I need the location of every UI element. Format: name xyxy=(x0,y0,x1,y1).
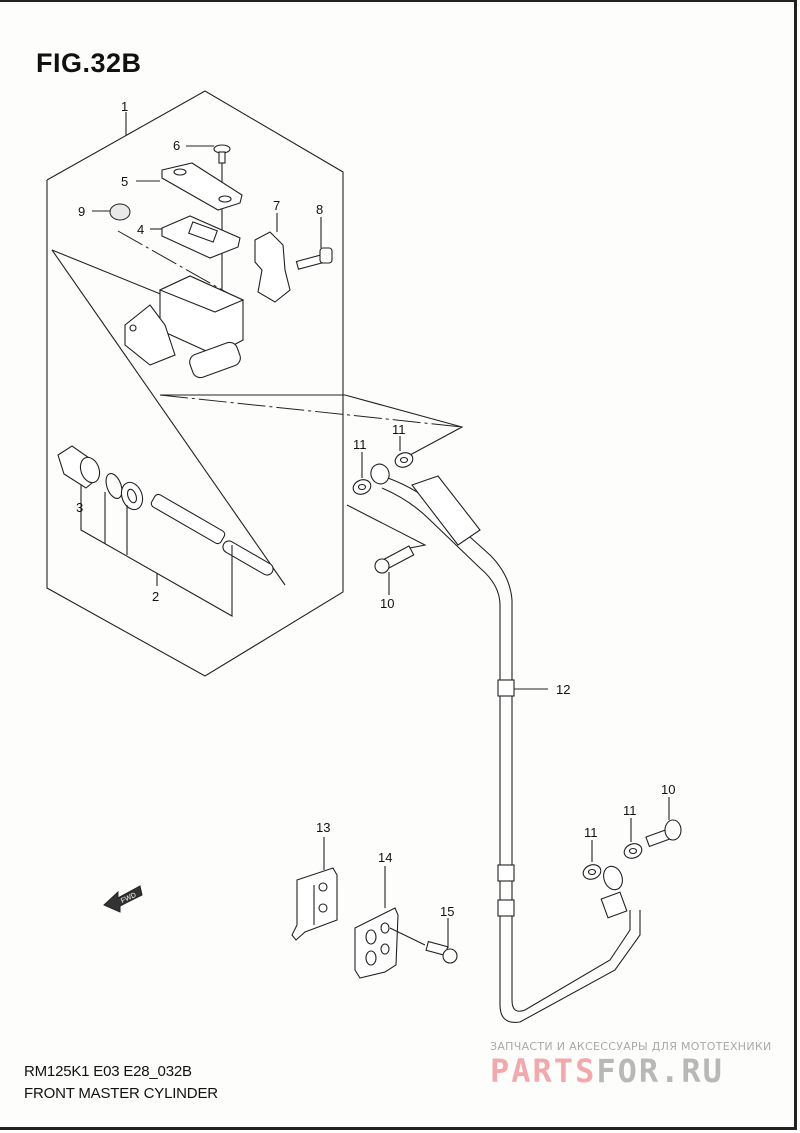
watermark-tagline: ЗАПЧАСТИ И АКСЕССУАРЫ ДЛЯ МОТОТЕХНИКИ xyxy=(490,1040,772,1053)
part-13-hose-guide[interactable] xyxy=(291,867,338,941)
part-9-sight-glass[interactable] xyxy=(109,203,131,221)
figure-title: FIG.32B xyxy=(36,48,142,78)
washer-11-lower-right[interactable] xyxy=(622,841,644,860)
washer-11-upper-left[interactable] xyxy=(351,477,373,496)
callout-10-lower: 10 xyxy=(661,782,675,797)
part-7-holder[interactable] xyxy=(254,231,291,303)
callout-11-d: 11 xyxy=(623,803,637,818)
assembly-bracket-outline xyxy=(46,90,344,677)
washer-11-lower-left[interactable] xyxy=(581,862,603,881)
callout-14: 14 xyxy=(378,850,392,865)
master-cylinder-body[interactable] xyxy=(124,275,245,380)
part-5-reservoir-cap[interactable] xyxy=(161,162,243,211)
guide-line-dashed xyxy=(159,394,463,428)
callout-9: 9 xyxy=(78,204,85,219)
watermark-brand-part2: FOR.RU xyxy=(596,1052,724,1090)
fwd-label: FWD xyxy=(120,892,137,905)
circlip[interactable] xyxy=(103,471,125,500)
callout-1: 1 xyxy=(121,99,128,114)
part-3-boot[interactable] xyxy=(57,445,103,489)
guide-line-dashed xyxy=(117,230,241,301)
watermark-logo[interactable]: PARTSFOR.RU xyxy=(490,1052,724,1090)
callout-11-c: 11 xyxy=(584,825,598,840)
callout-4: 4 xyxy=(137,222,144,237)
callout-2: 2 xyxy=(152,589,159,604)
guide-line xyxy=(160,394,464,456)
callout-13: 13 xyxy=(316,820,330,835)
watermark-brand-part1: PARTS xyxy=(490,1052,597,1090)
guide-line xyxy=(51,249,286,586)
callout-5: 5 xyxy=(121,174,128,189)
part-4-diaphragm[interactable] xyxy=(161,215,241,259)
fwd-direction-arrow-icon: FWD xyxy=(103,885,143,913)
model-code: RM125K1 E03 E28_032B xyxy=(24,1063,192,1080)
callout-12: 12 xyxy=(556,682,570,697)
part-15-bolt[interactable] xyxy=(425,940,458,964)
union-bolt-10-lower[interactable] xyxy=(645,819,682,848)
banjo-fitting-upper[interactable] xyxy=(368,462,392,487)
callout-11-a: 11 xyxy=(353,437,367,452)
part-8-bolt[interactable] xyxy=(295,247,333,270)
washer-11-upper-right[interactable] xyxy=(393,450,415,469)
part-2-piston[interactable] xyxy=(150,493,275,577)
callout-8: 8 xyxy=(316,202,323,217)
callout-6: 6 xyxy=(173,138,180,153)
part-12-brake-hose[interactable] xyxy=(381,475,641,1023)
union-bolt-10-upper[interactable] xyxy=(374,545,415,574)
callout-10-upper: 10 xyxy=(380,596,394,611)
callout-7: 7 xyxy=(273,198,280,213)
callout-15: 15 xyxy=(440,904,454,919)
guide-line xyxy=(346,504,427,549)
callout-11-b: 11 xyxy=(392,422,406,437)
part-14-hose-clamp[interactable] xyxy=(354,907,399,979)
section-name: FRONT MASTER CYLINDER xyxy=(24,1085,218,1102)
callout-3: 3 xyxy=(76,500,83,515)
seal-washer[interactable] xyxy=(118,479,146,512)
leader-line xyxy=(389,927,426,946)
